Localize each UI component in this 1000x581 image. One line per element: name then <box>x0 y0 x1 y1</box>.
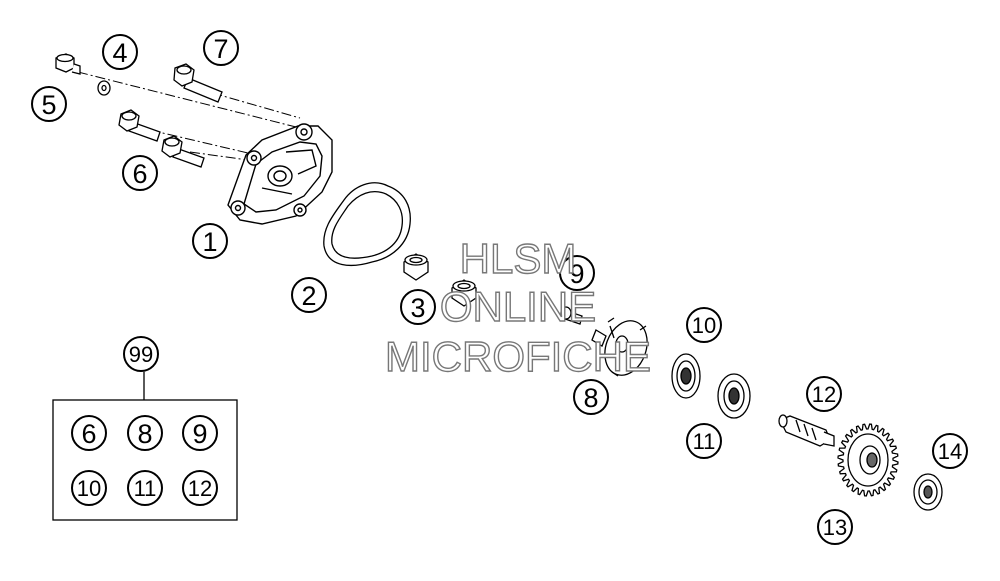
callout-11: 11 <box>686 423 722 459</box>
part-long-bolt <box>173 63 223 103</box>
kit-item-label: 10 <box>77 476 101 501</box>
callout-14-label: 14 <box>938 439 962 464</box>
callout-12-label: 12 <box>812 382 836 407</box>
watermark-line-2: ONLINE <box>440 283 596 330</box>
kit-label: 99 <box>129 342 153 367</box>
callout-8: 8 <box>573 379 609 415</box>
part-washer <box>97 80 111 96</box>
callout-9: 9 <box>559 255 595 291</box>
kit-item-callout: 8 <box>127 415 163 451</box>
part-small-screw <box>560 306 583 325</box>
callout-1-label: 1 <box>202 227 217 257</box>
callout-1: 1 <box>192 223 228 259</box>
callout-6-label: 6 <box>132 159 147 189</box>
part-dowel-pin-lower <box>451 279 477 307</box>
callout-13-label: 13 <box>823 515 847 540</box>
callout-10-label: 10 <box>692 313 716 338</box>
callout-12: 12 <box>806 376 842 412</box>
callout-4: 4 <box>102 34 138 70</box>
callout-7-label: 7 <box>213 34 228 64</box>
callout-9-label: 9 <box>569 259 584 289</box>
kit-item-callout: 11 <box>127 470 163 506</box>
callout-3: 3 <box>400 289 436 325</box>
callout-3-label: 3 <box>410 293 425 323</box>
callout-5-label: 5 <box>41 90 56 120</box>
callout-11-label: 11 <box>693 429 716 454</box>
watermark-line-1: HLSM <box>460 235 577 282</box>
part-gear <box>837 423 899 497</box>
part-bearing-lower <box>717 373 751 419</box>
kit-item-callout: 12 <box>182 470 218 506</box>
part-nut <box>55 53 81 75</box>
callout-kit: 99 <box>123 336 159 372</box>
callout-6: 6 <box>122 155 158 191</box>
callout-4-label: 4 <box>112 38 127 68</box>
kit-item-callout: 6 <box>71 415 107 451</box>
callout-14: 14 <box>932 433 968 469</box>
part-shaft <box>778 414 835 447</box>
callout-2-label: 2 <box>301 281 316 311</box>
part-pump-cover <box>227 123 333 225</box>
callout-7: 7 <box>203 30 239 66</box>
kit-item-label: 11 <box>134 476 157 501</box>
part-bearing-upper <box>671 353 701 399</box>
part-gasket <box>323 182 411 267</box>
kit-item-label: 12 <box>188 476 212 501</box>
callout-8-label: 8 <box>583 383 598 413</box>
part-impeller <box>591 317 648 377</box>
callout-5: 5 <box>31 86 67 122</box>
watermark-line-3: MICROFICHE <box>385 333 651 380</box>
kit-item-label: 6 <box>81 419 96 449</box>
kit-item-label: 8 <box>137 419 152 449</box>
part-short-bolt-upper <box>118 109 161 142</box>
callout-10: 10 <box>686 307 722 343</box>
callout-13: 13 <box>817 509 853 545</box>
kit-item-label: 9 <box>192 419 207 449</box>
kit-item-callout: 10 <box>71 470 107 506</box>
callout-2: 2 <box>291 277 327 313</box>
part-short-bolt-lower <box>161 135 205 168</box>
part-bearing-end <box>913 473 943 511</box>
part-dowel-pin-upper <box>403 253 429 281</box>
watermark: HLSM ONLINE MICROFICHE <box>384 234 651 380</box>
kit-item-callout: 9 <box>182 415 218 451</box>
